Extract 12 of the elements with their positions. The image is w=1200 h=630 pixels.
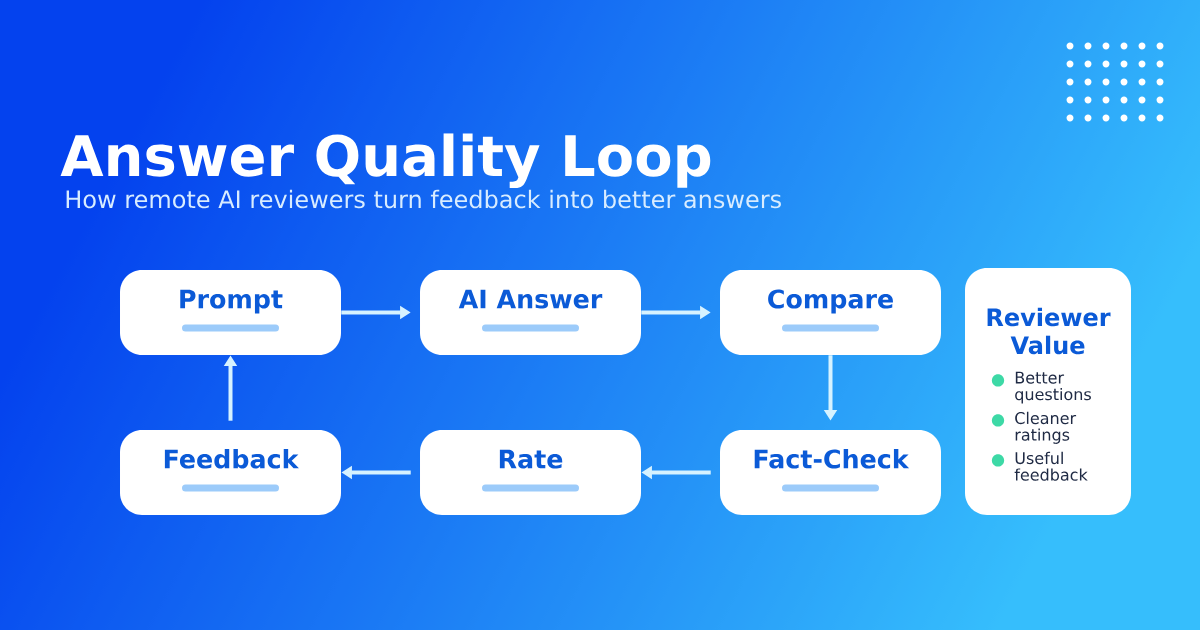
process-box: Compare [720, 270, 941, 355]
bullet-text: Useful feedback [1014, 451, 1088, 481]
bullet-text: Cleaner ratings [1015, 411, 1077, 444]
subtitle: How remote AI reviewers turn feedback into better answers [66, 189, 781, 209]
process-box: Rate [420, 430, 641, 515]
panel-heading: Reviewer Value [987, 307, 1111, 355]
process-box: Feedback [120, 430, 341, 515]
title: Answer Quality Loop [60, 133, 711, 189]
process-box: AI Answer [420, 270, 641, 355]
bullet-text: Better questions [1015, 371, 1091, 404]
process-box: Prompt [120, 270, 341, 355]
process-box: Fact-Check [720, 430, 941, 515]
